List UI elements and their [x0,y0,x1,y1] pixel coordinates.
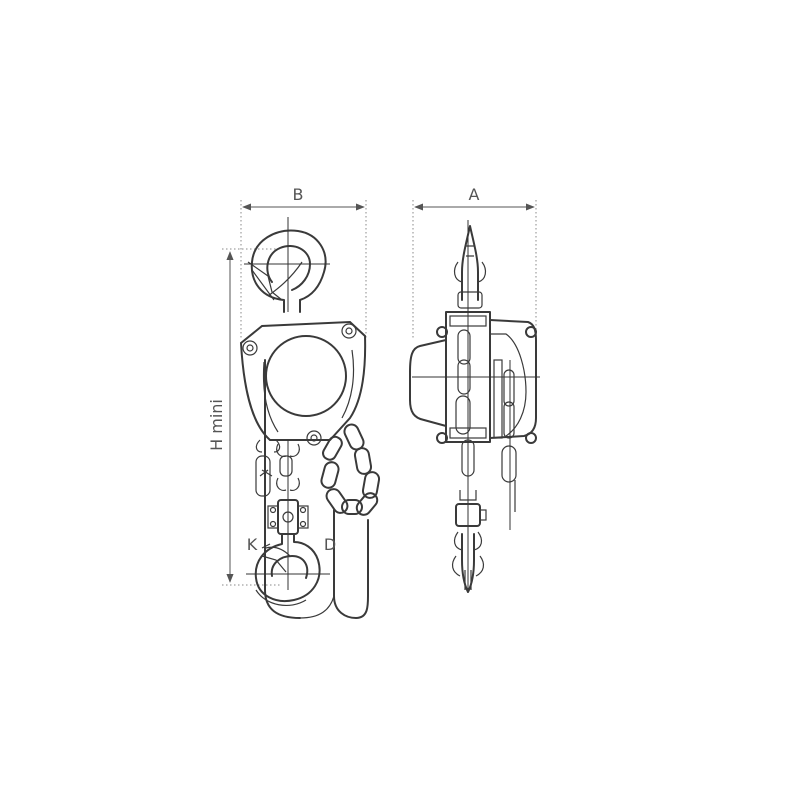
label-b: B [293,185,304,204]
label-h-mini: H mini [207,399,226,451]
dimension-b: B [240,185,367,340]
side-view [409,220,540,593]
dimension-a: A [412,185,537,340]
top-hook [244,217,330,313]
dimension-h-mini: H mini [207,248,280,586]
hoist-body [239,320,367,446]
side-housing [409,220,540,592]
label-d: D [324,535,336,554]
side-bottom-hook [451,490,487,593]
side-chain [455,329,517,530]
load-chain [255,439,300,590]
label-a: A [469,185,480,204]
side-top-hook [453,225,487,309]
label-k: K [247,535,258,554]
front-view: K D [239,217,381,619]
hand-chain-loop [264,359,369,619]
bottom-hook [246,533,330,607]
bottom-hook-block [267,499,309,535]
hand-chain-links [320,423,381,516]
